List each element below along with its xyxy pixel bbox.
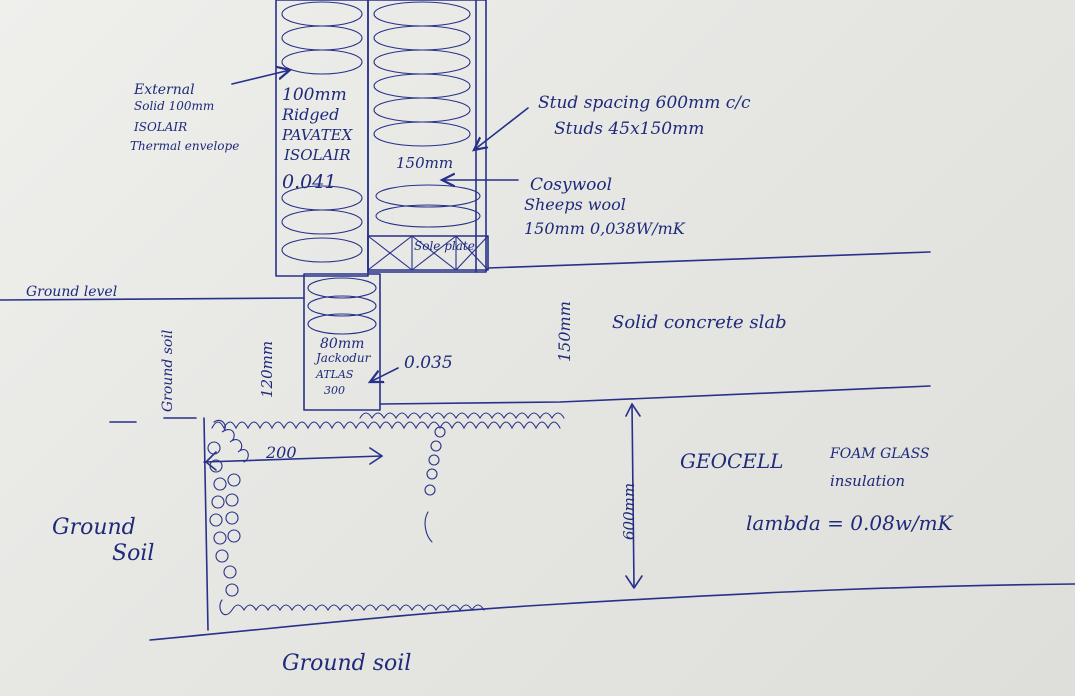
slab-and-ground-lines [0,251,1075,641]
sole-plate-label: Sole plate [414,239,475,253]
pavatex-label-2: Ridged [281,105,339,124]
pavatex-label-5: 0.041 [282,171,336,193]
external-label-2: Solid 100mm [134,99,214,113]
jackodur-lambda-label: 0.035 [404,353,453,373]
ground-level-line [0,297,305,301]
external-label-1: External [133,82,195,98]
geocell-top-loops [211,412,565,430]
pavatex-label-1: 100mm [282,85,347,105]
slab-label: Solid concrete slab [612,312,787,333]
jackodur-label-1: 80mm [320,336,364,352]
sole-plate [367,235,489,271]
geocell-left-loops [207,441,241,597]
slab-bottom-line [379,385,931,405]
ground-level-label: Ground level [26,284,117,300]
dim-600-line [625,403,643,589]
stud-leader [474,107,529,150]
pavatex-label-3: PAVATEX [281,126,354,144]
annotation-labels: External Solid 100mm ISOLAIR Thermal env… [26,82,954,676]
wall-assembly [275,0,489,277]
stud-spacing-label: Stud spacing 600mm c/c [538,93,751,113]
geocell-lambda-label: lambda = 0.08w/mK [746,511,954,535]
ground-soil-left-label-1: Ground [52,515,136,540]
stud-cavity [367,0,487,273]
geocell-title: GEOCELL [680,449,783,473]
sheeps-wool-loops [373,1,481,228]
geocell-foam-glass-label: FOAM GLASS [829,446,930,462]
jackodur-label-2: Jackodur [313,351,372,365]
dim-200-line [203,447,383,471]
dim-120mm-label: 120mm [258,341,276,398]
external-label-3: ISOLAIR [133,120,187,134]
cosywool-label-3: 150mm 0,038W/mK [524,219,686,238]
pavatex-insulation-loops [281,1,363,263]
geocell-insulation-label: insulation [830,472,905,490]
ground-soil-left-label-2: Soil [112,541,154,566]
geocell-trail-loops [424,426,446,543]
dim-200-label: 200 [265,443,297,462]
ground-bottom-line [149,583,1075,641]
external-label-4: Thermal envelope [130,139,239,153]
geocell-bottom-loops [219,599,485,616]
jackodur-leader [370,367,399,382]
leaders-and-dimensions [203,70,643,589]
geocell-foam-glass [203,412,565,631]
ground-soil-vertical-label: Ground soil [160,330,176,412]
dim-600mm-label: 600mm [620,483,638,540]
dim-150mm-slab-label: 150mm [555,301,574,362]
jackodur-label-4: 300 [324,384,345,397]
jackodur-label-3: ATLAS [315,368,354,381]
studs-size-label: Studs 45x150mm [554,119,704,139]
cosywool-label-2: Sheeps wool [524,195,626,214]
external-leader [231,70,290,85]
jackodur-edge-insulation [303,273,381,411]
dim-150mm-wall-label: 150mm [396,154,453,172]
slab-top-line [487,251,931,269]
pavatex-label-4: ISOLAIR [283,146,351,164]
ground-soil-bottom-label: Ground soil [282,651,411,676]
cosywool-label-1: Cosywool [530,175,612,195]
